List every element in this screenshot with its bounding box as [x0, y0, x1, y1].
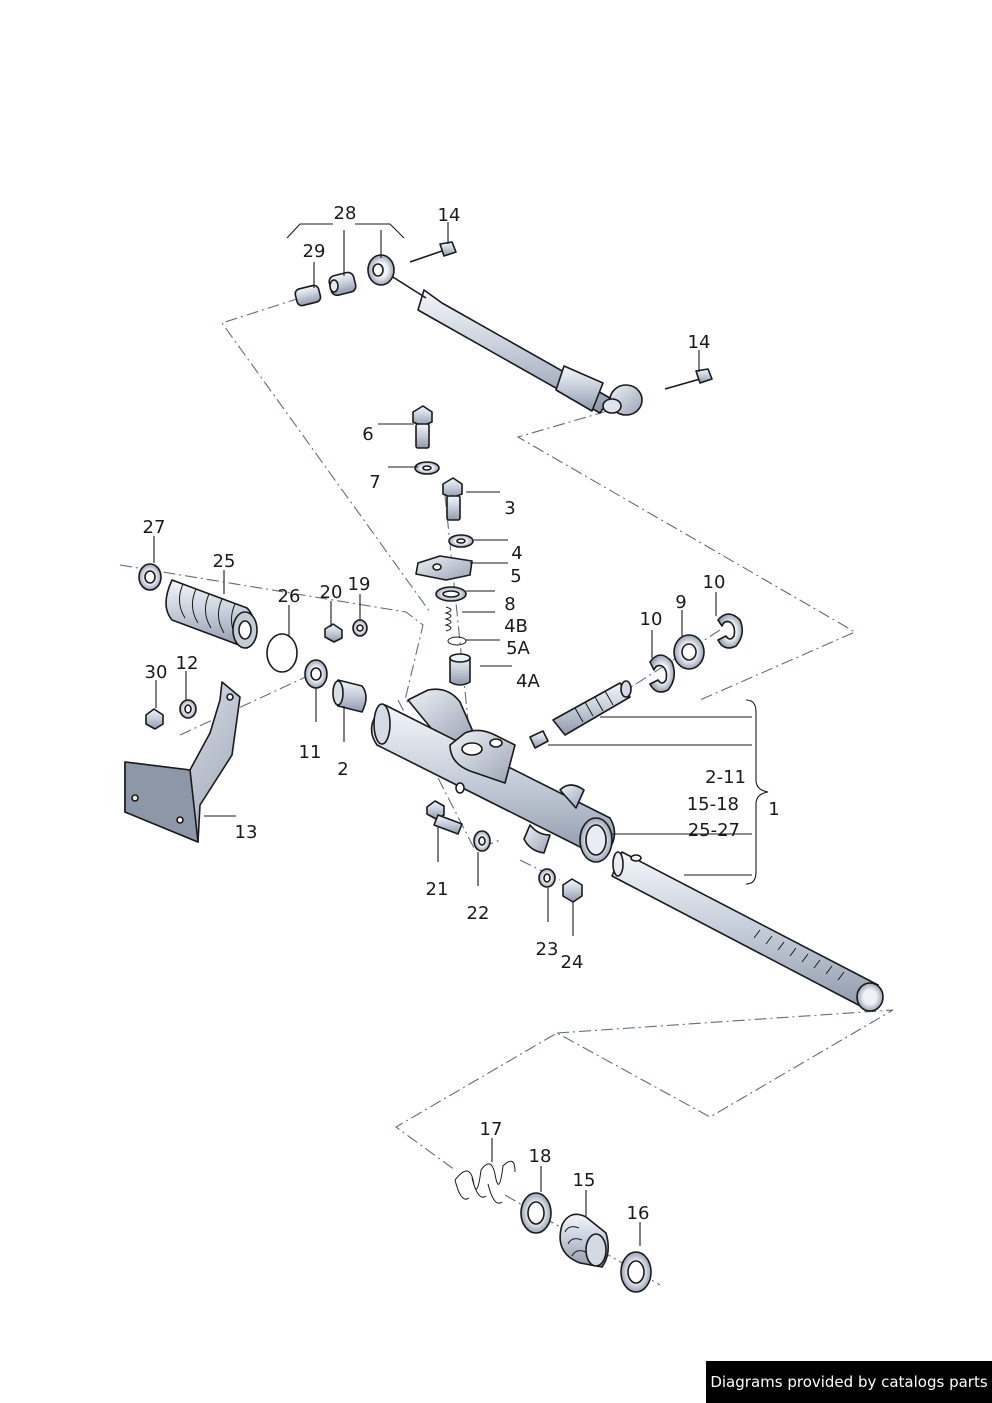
- callout-7: 7: [369, 472, 380, 493]
- range-25-27: 25-27: [688, 820, 740, 841]
- callout-5: 5: [510, 566, 521, 587]
- range-15-18: 15-18: [687, 794, 739, 815]
- callout-4B: 4B: [504, 616, 528, 637]
- rack: [611, 851, 884, 1012]
- callout-14-right: 14: [688, 332, 711, 353]
- bolt-21-washer-22-23-nut-24: [426, 800, 583, 903]
- damper-assembly: [294, 241, 713, 416]
- credit-banner: Diagrams provided by catalogs parts: [706, 1361, 992, 1403]
- callout-23: 23: [536, 939, 559, 960]
- steering-gear-housing: [370, 680, 884, 1012]
- callout-12: 12: [176, 653, 199, 674]
- callout-19: 19: [348, 574, 371, 595]
- callout-27: 27: [143, 517, 166, 538]
- leader-lines: [153, 222, 769, 1246]
- callout-13: 13: [235, 822, 258, 843]
- callout-4A: 4A: [516, 671, 540, 692]
- pinion-shaft: [529, 680, 632, 749]
- callout-4: 4: [511, 543, 522, 564]
- range-2-11: 2-11: [705, 767, 746, 788]
- callout-2: 2: [337, 759, 348, 780]
- callout-20: 20: [320, 582, 343, 603]
- callout-28: 28: [334, 203, 357, 224]
- callout-22: 22: [467, 903, 490, 924]
- callout-26: 26: [278, 586, 301, 607]
- callout-8: 8: [504, 594, 515, 615]
- callout-24: 24: [561, 952, 584, 973]
- callout-6: 6: [362, 424, 373, 445]
- bolt-14-right: [664, 368, 713, 390]
- callout-9: 9: [675, 592, 686, 613]
- callout-10-left: 10: [640, 609, 663, 630]
- callout-1: 1: [768, 799, 779, 820]
- callout-18: 18: [529, 1146, 552, 1167]
- callout-29: 29: [303, 241, 326, 262]
- callout-30: 30: [145, 662, 168, 683]
- bracket-13: [124, 681, 241, 843]
- callout-5A: 5A: [506, 638, 530, 659]
- callout-25: 25: [213, 551, 236, 572]
- left-side-parts: [124, 563, 368, 843]
- callout-10-right: 10: [703, 572, 726, 593]
- right-side-parts: [649, 613, 744, 693]
- callout-11: 11: [299, 742, 322, 763]
- callout-15: 15: [573, 1170, 596, 1191]
- upper-small-parts: [412, 405, 474, 686]
- bolt-14-top: [409, 241, 457, 263]
- callout-3: 3: [504, 498, 515, 519]
- callout-14-top: 14: [438, 205, 461, 226]
- callout-labels: 28 29 14 14 6 7 3 4 5 8 4B 5A 4A 27 25 2…: [143, 203, 780, 1224]
- bottom-parts: [454, 1160, 652, 1293]
- callout-16: 16: [627, 1203, 650, 1224]
- callout-17: 17: [480, 1119, 503, 1140]
- callout-21: 21: [426, 879, 449, 900]
